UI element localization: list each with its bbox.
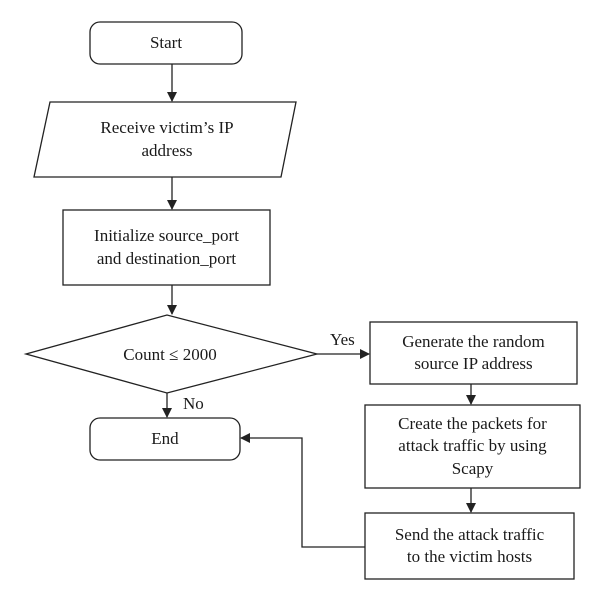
start-node-line: Start — [149, 32, 183, 52]
create-node-shape — [364, 404, 581, 489]
generate-node-text: Generate the random source IP address — [402, 331, 545, 375]
send-node-line: Send the attack traffic — [394, 524, 545, 544]
edge-send-loop-to-end — [240, 433, 365, 548]
init-node-shape — [62, 209, 271, 286]
create-node-line: Create the packets for — [398, 414, 547, 434]
create-node-label: Create the packets for attack traffic by… — [365, 405, 580, 488]
init-node-label: Initialize source_port and destination_p… — [63, 210, 270, 285]
end-node-label: End — [90, 418, 240, 460]
init-node-line: Initialize source_port — [94, 226, 239, 246]
send-node-line: to the victim hosts — [406, 547, 533, 566]
decision-node-text: Count ≤ 2000 — [123, 344, 216, 366]
generate-node-shape — [369, 321, 578, 385]
receive-node-label: Receive victim’s IP address — [45, 102, 289, 177]
send-node-text: Send the attack traffic to the victim ho… — [395, 524, 544, 568]
init-node-text: Initialize source_port and destination_p… — [94, 225, 239, 269]
receive-node-line: address — [141, 140, 193, 160]
start-node-text: Start — [150, 32, 182, 54]
yes-edge-label: Yes — [330, 330, 355, 349]
generate-node-line: Generate the random — [402, 331, 545, 351]
decision-node-label: Count ≤ 2000 — [80, 335, 260, 375]
init-node-line: and destination_port — [96, 248, 237, 268]
end-node-text: End — [151, 428, 178, 450]
receive-node-line: Receive victim’s IP — [100, 118, 234, 138]
start-node-shape — [89, 21, 243, 65]
no-edge-label: No — [183, 394, 204, 413]
generate-node-label: Generate the random source IP address — [370, 322, 577, 384]
create-node-line: attack traffic by using — [398, 436, 547, 456]
create-node-line: Scapy — [451, 458, 494, 478]
start-node-label: Start — [90, 22, 242, 64]
generate-node-line: source IP address — [414, 354, 533, 373]
send-node-label: Send the attack traffic to the victim ho… — [365, 513, 574, 579]
decision-node-line: Count ≤ 2000 — [123, 344, 217, 364]
receive-node-shape — [33, 101, 297, 178]
create-node-text: Create the packets for attack traffic by… — [398, 413, 547, 479]
receive-node-text: Receive victim’s IP address — [100, 117, 233, 161]
end-node-line: End — [151, 428, 179, 448]
send-node-shape — [364, 512, 575, 580]
